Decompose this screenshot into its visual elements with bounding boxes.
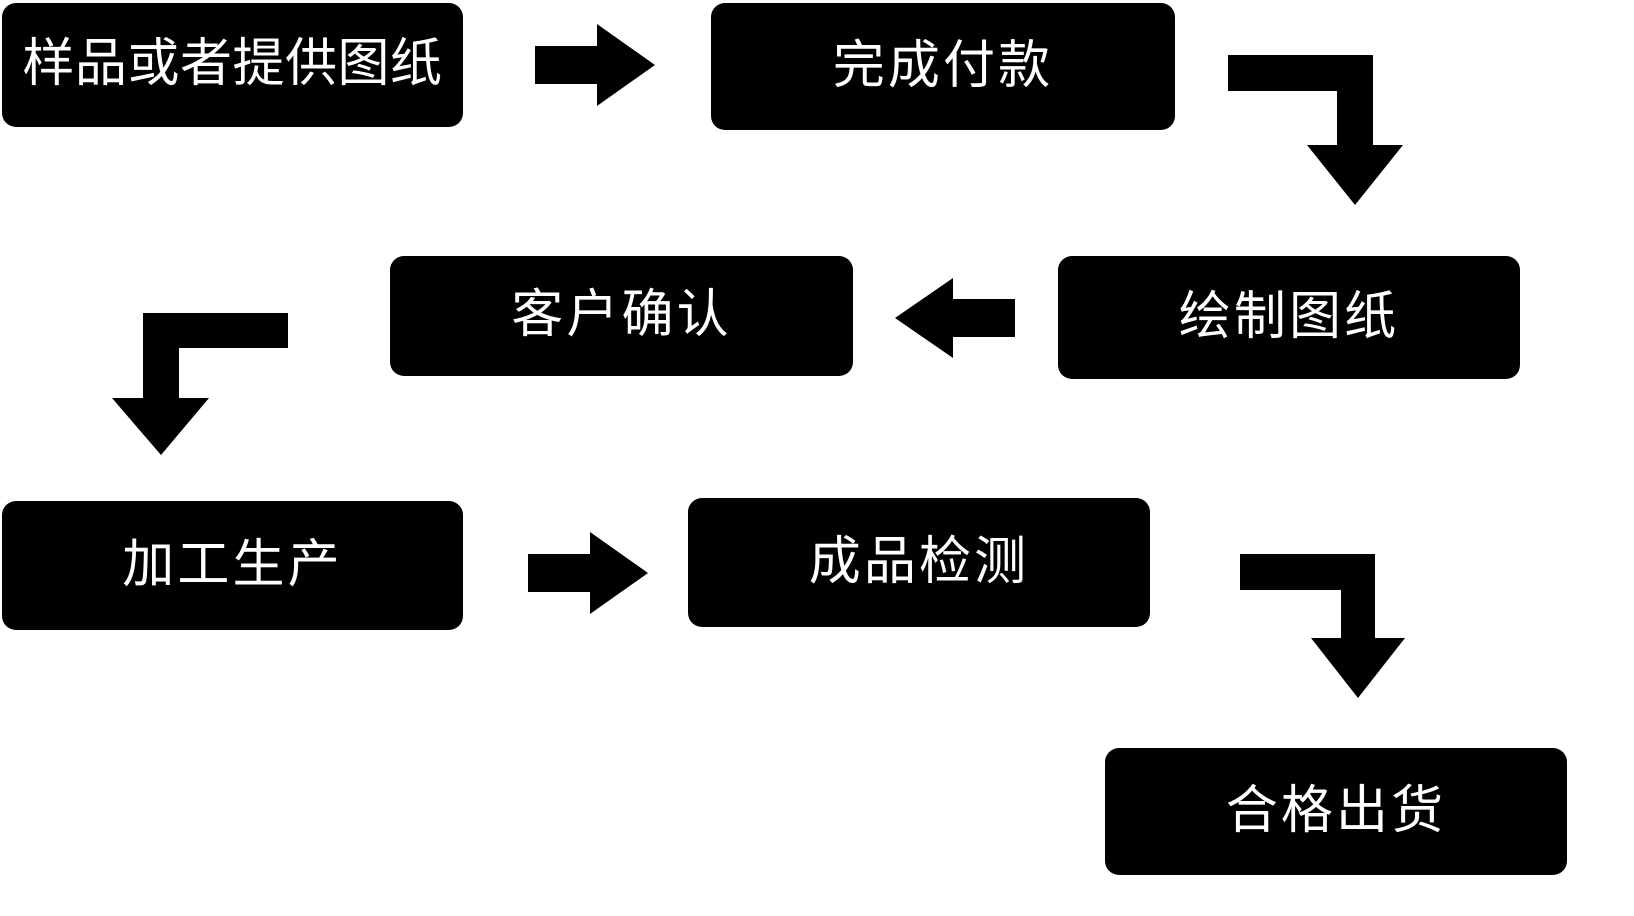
flow-node-inspection[interactable]: 成品检测 <box>688 498 1150 627</box>
flow-node-label: 绘制图纸 <box>1178 286 1400 347</box>
flow-node-sample[interactable]: 样品或者提供图纸 <box>2 3 463 127</box>
flow-node-label: 客户确认 <box>511 285 732 346</box>
flow-node-label: 加工生产 <box>122 534 343 595</box>
flow-node-label: 成品检测 <box>808 531 1030 592</box>
arrow-right-icon <box>535 24 655 106</box>
flow-node-payment[interactable]: 完成付款 <box>711 3 1175 130</box>
arrow-elbow-left-down-icon <box>112 313 288 455</box>
flow-node-confirm[interactable]: 客户确认 <box>390 256 853 376</box>
flow-node-label: 完成付款 <box>832 35 1054 96</box>
arrow-right-icon <box>528 532 648 614</box>
arrow-elbow-right-down-icon <box>1228 55 1403 205</box>
flow-node-label: 样品或者提供图纸 <box>22 34 443 95</box>
flow-node-label: 合格出货 <box>1225 780 1447 841</box>
flow-node-shipment[interactable]: 合格出货 <box>1105 748 1567 875</box>
arrow-elbow-right-down-icon <box>1240 554 1405 698</box>
arrow-left-icon <box>895 278 1015 358</box>
flow-node-drawing[interactable]: 绘制图纸 <box>1058 256 1520 379</box>
flow-node-production[interactable]: 加工生产 <box>2 501 463 630</box>
